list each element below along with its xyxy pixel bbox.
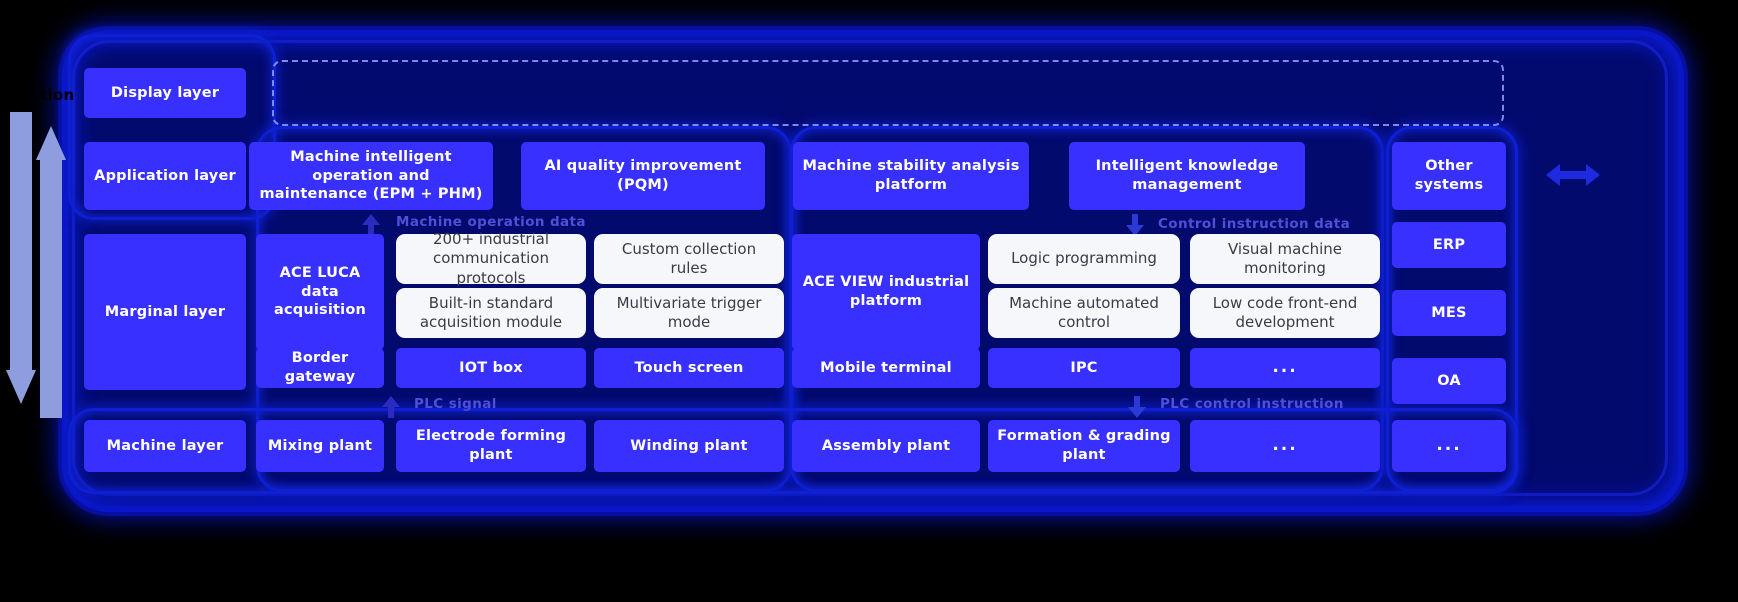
device-card-ipc[interactable]: IPC	[988, 348, 1180, 388]
display-layer-dashed-band	[272, 60, 1504, 126]
layer-label-machine: Machine layer	[84, 420, 246, 472]
app-card-epm-phm[interactable]: Machine intelligent operation and mainte…	[249, 142, 493, 210]
marginal-cell-acquisition-module[interactable]: Built-in standard acquisition module	[396, 288, 586, 338]
device-card-touch-screen[interactable]: Touch screen	[594, 348, 784, 388]
device-card-iot-box[interactable]: IOT box	[396, 348, 586, 388]
device-card-more[interactable]: ...	[1190, 348, 1380, 388]
marginal-cell-visual-monitoring[interactable]: Visual machine monitoring	[1190, 234, 1380, 284]
side-card-oa[interactable]: OA	[1392, 358, 1506, 404]
layer-label-application: Application layer	[84, 142, 246, 210]
device-card-border-gateway[interactable]: Border gateway	[256, 348, 384, 388]
machine-card-more[interactable]: ...	[1190, 420, 1380, 472]
marginal-cell-automated-control[interactable]: Machine automated control	[988, 288, 1180, 338]
annotation-up-arrow-left	[362, 214, 380, 236]
app-card-knowledge[interactable]: Intelligent knowledge management	[1069, 142, 1305, 210]
cutoff-edge-label: tion	[40, 86, 75, 104]
layer-label-display: Display layer	[84, 68, 246, 118]
device-card-mobile-terminal[interactable]: Mobile terminal	[792, 348, 980, 388]
machine-card-electrode[interactable]: Electrode forming plant	[396, 420, 586, 472]
annotation-plc-signal: PLC signal	[414, 396, 497, 412]
platform-ace-view[interactable]: ACE VIEW industrial platform	[792, 234, 980, 350]
data-flow-down-arrow	[6, 112, 36, 404]
marginal-cell-low-code[interactable]: Low code front-end development	[1190, 288, 1380, 338]
machine-card-assembly[interactable]: Assembly plant	[792, 420, 980, 472]
platform-ace-luca[interactable]: ACE LUCA data acquisition	[256, 234, 384, 350]
annotation-up-arrow-left-plc	[382, 396, 400, 418]
side-card-erp[interactable]: ERP	[1392, 222, 1506, 268]
layer-label-marginal: Marginal layer	[84, 234, 246, 390]
machine-card-winding[interactable]: Winding plant	[594, 420, 784, 472]
bidirectional-link-arrow	[1546, 164, 1600, 186]
annotation-down-arrow-right	[1126, 214, 1144, 236]
marginal-cell-trigger-mode[interactable]: Multivariate trigger mode	[594, 288, 784, 338]
marginal-cell-custom-rules[interactable]: Custom collection rules	[594, 234, 784, 284]
diagram-inner-frame	[72, 40, 1668, 496]
annotation-down-arrow-right-plc	[1128, 396, 1146, 418]
annotation-plc-control-instruction: PLC control instruction	[1160, 396, 1344, 412]
side-card-other-systems[interactable]: Other systems	[1392, 142, 1506, 210]
annotation-machine-operation-data: Machine operation data	[396, 214, 586, 230]
marginal-cell-logic-programming[interactable]: Logic programming	[988, 234, 1180, 284]
marginal-cell-protocols[interactable]: 200+ industrial communication protocols	[396, 230, 586, 287]
app-card-stability[interactable]: Machine stability analysis platform	[793, 142, 1029, 210]
machine-card-formation-grading[interactable]: Formation & grading plant	[988, 420, 1180, 472]
side-card-more[interactable]: ...	[1392, 420, 1506, 472]
side-card-mes[interactable]: MES	[1392, 290, 1506, 336]
data-flow-up-arrow	[36, 126, 66, 418]
machine-card-mixing[interactable]: Mixing plant	[256, 420, 384, 472]
app-card-ai-quality[interactable]: AI quality improvement (PQM)	[521, 142, 765, 210]
annotation-control-instruction-data: Control instruction data	[1158, 216, 1351, 232]
